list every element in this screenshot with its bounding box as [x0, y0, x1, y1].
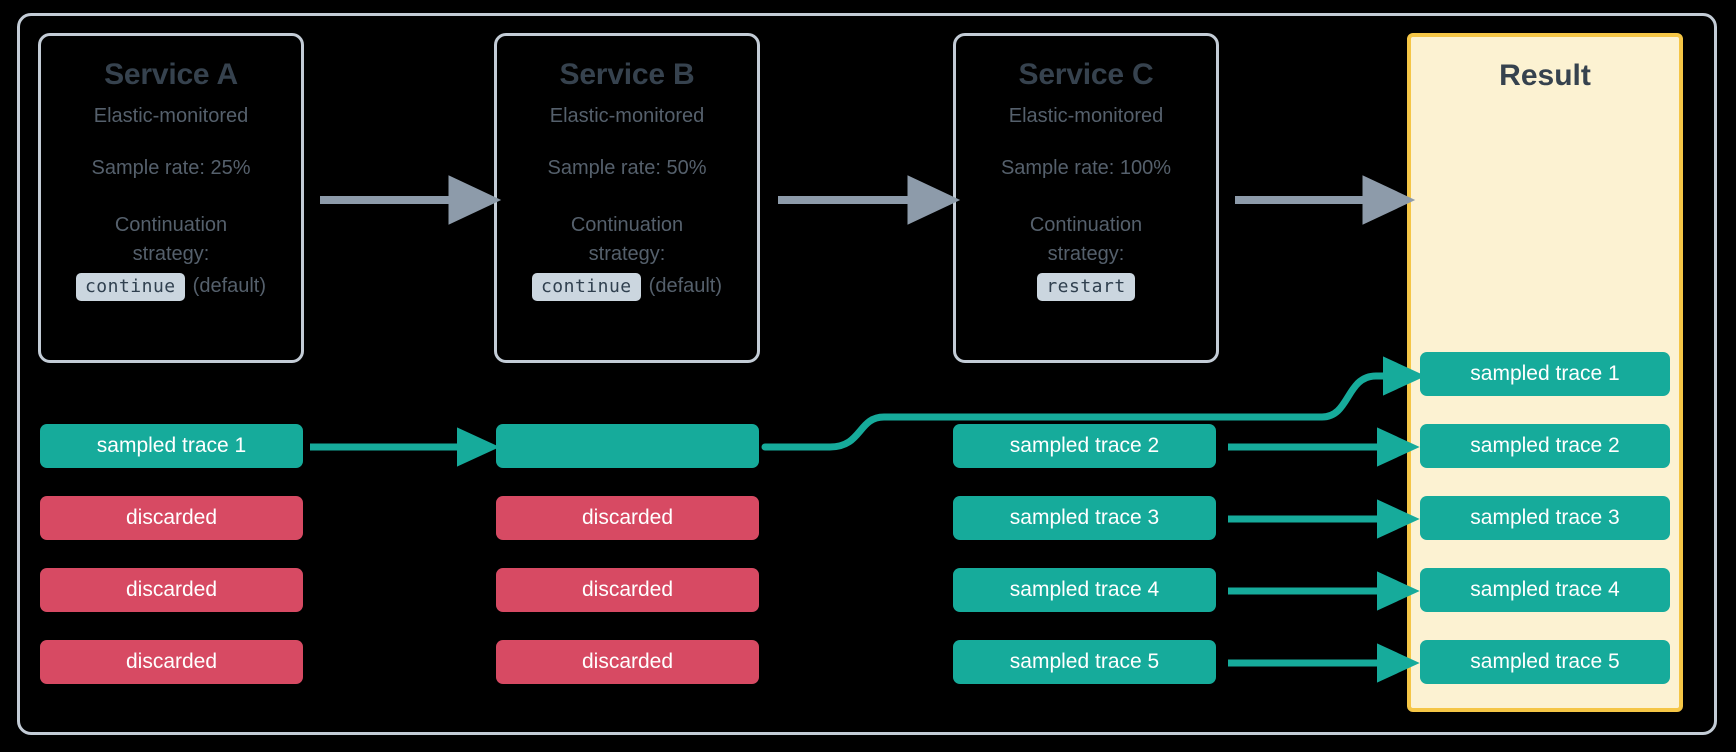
- service-card-c: Service C Elastic-monitored Sample rate:…: [953, 33, 1219, 363]
- service-a-strategy-value: continue: [75, 272, 185, 301]
- service-a-strategy-label-line2: strategy:: [132, 242, 210, 265]
- service-card-b: Service B Elastic-monitored Sample rate:…: [494, 33, 760, 363]
- service-a-strategy-row: continue (default): [41, 272, 301, 301]
- service-a-strategy-note: (default): [192, 275, 267, 297]
- service-c-title: Service C: [1018, 58, 1154, 91]
- service-b-strategy-row: continue (default): [497, 272, 757, 301]
- trace-pill: discarded: [40, 640, 303, 684]
- result-trace-pill: sampled trace 5: [1420, 640, 1670, 684]
- service-c-sample-rate: Sample rate: 100%: [1000, 156, 1172, 179]
- service-b-strategy-value: continue: [531, 272, 641, 301]
- result-trace-pill: sampled trace 3: [1420, 496, 1670, 540]
- trace-pill: sampled trace 4: [953, 568, 1216, 612]
- service-a-sample-rate: Sample rate: 25%: [91, 156, 251, 179]
- service-c-strategy-row: restart: [956, 272, 1216, 301]
- service-b-strategy-label-line1: Continuation: [570, 213, 684, 236]
- result-trace-pill: sampled trace 4: [1420, 568, 1670, 612]
- trace-pill: discarded: [40, 496, 303, 540]
- service-a-subtitle: Elastic-monitored: [93, 104, 249, 127]
- service-card-a: Service A Elastic-monitored Sample rate:…: [38, 33, 304, 363]
- trace-pill: [496, 424, 759, 468]
- trace-pill: discarded: [496, 496, 759, 540]
- service-b-sample-rate: Sample rate: 50%: [547, 156, 707, 179]
- service-b-strategy-note: (default): [648, 275, 723, 297]
- trace-pill: sampled trace 5: [953, 640, 1216, 684]
- service-c-strategy-label-line2: strategy:: [1047, 242, 1125, 265]
- result-trace-pill: sampled trace 2: [1420, 424, 1670, 468]
- result-trace-pill: sampled trace 1: [1420, 352, 1670, 396]
- service-c-strategy-label-line1: Continuation: [1029, 213, 1143, 236]
- service-b-title: Service B: [559, 58, 695, 91]
- trace-pill: discarded: [496, 568, 759, 612]
- trace-pill: sampled trace 1: [40, 424, 303, 468]
- service-c-strategy-value: restart: [1037, 272, 1135, 301]
- service-c-subtitle: Elastic-monitored: [1008, 104, 1164, 127]
- trace-pill: discarded: [496, 640, 759, 684]
- trace-pill: sampled trace 3: [953, 496, 1216, 540]
- service-b-strategy-label-line2: strategy:: [588, 242, 666, 265]
- result-title: Result: [1499, 59, 1591, 92]
- service-a-title: Service A: [104, 58, 238, 91]
- trace-pill: discarded: [40, 568, 303, 612]
- trace-pill: sampled trace 2: [953, 424, 1216, 468]
- service-a-strategy-label-line1: Continuation: [114, 213, 228, 236]
- service-b-subtitle: Elastic-monitored: [549, 104, 705, 127]
